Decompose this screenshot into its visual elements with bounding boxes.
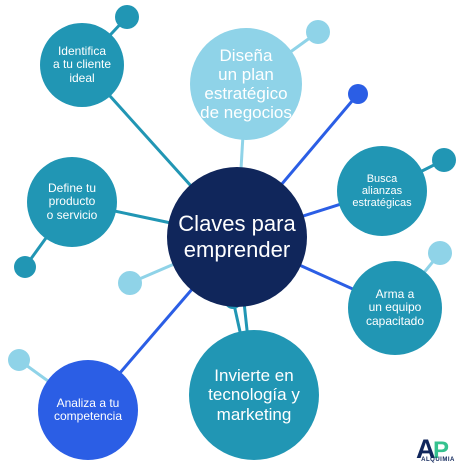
node-label-line: estratégicas: [352, 197, 412, 210]
node-label-line: de negocios: [200, 103, 292, 123]
node-label-line: o servicio: [46, 207, 98, 222]
node-label-line: emprender: [183, 237, 291, 262]
node-label-line: un plan: [218, 64, 274, 84]
node-label-line: Diseña: [219, 45, 273, 65]
node-label-line: ideal: [69, 70, 95, 85]
node-label-line: tecnología y: [208, 385, 300, 405]
satellite-dot-n6: [8, 349, 30, 371]
node-label-line: Identifica: [57, 43, 106, 58]
satellite-dot-n1: [115, 5, 139, 29]
node-label-line: producto: [48, 194, 96, 209]
node-label-line: a tu cliente: [52, 57, 112, 72]
node-label-line: competencia: [53, 409, 123, 423]
satellite-dot-right: [348, 84, 368, 104]
node-label-line: Claves para: [178, 211, 296, 237]
node-label-line: estratégico: [204, 84, 288, 103]
node-label-line: marketing: [216, 404, 292, 424]
node-label-line: Analiza a tu: [56, 395, 120, 410]
logo-mark-p: P: [433, 437, 449, 464]
satellite-dot-n3: [14, 256, 36, 278]
node-label-line: alianzas: [361, 184, 403, 197]
node-label-line: Define tu: [47, 180, 97, 195]
node-label-line: un equipo: [368, 300, 422, 315]
node-label-line: Invierte en: [214, 366, 294, 386]
satellite-dot-n4: [432, 148, 456, 172]
satellite-dot-left: [118, 271, 142, 295]
satellite-dot-n5: [428, 241, 452, 265]
satellite-dot-n2: [306, 20, 330, 44]
logo-mark-a: A: [416, 434, 436, 464]
node-label-line: Busca: [366, 172, 398, 185]
logo-wordmark: ALQUIMIA: [421, 457, 455, 463]
node-label-line: capacitado: [365, 313, 425, 328]
alquimia-logo-icon: A P: [416, 434, 449, 464]
node-label-line: Arma a: [375, 286, 415, 301]
